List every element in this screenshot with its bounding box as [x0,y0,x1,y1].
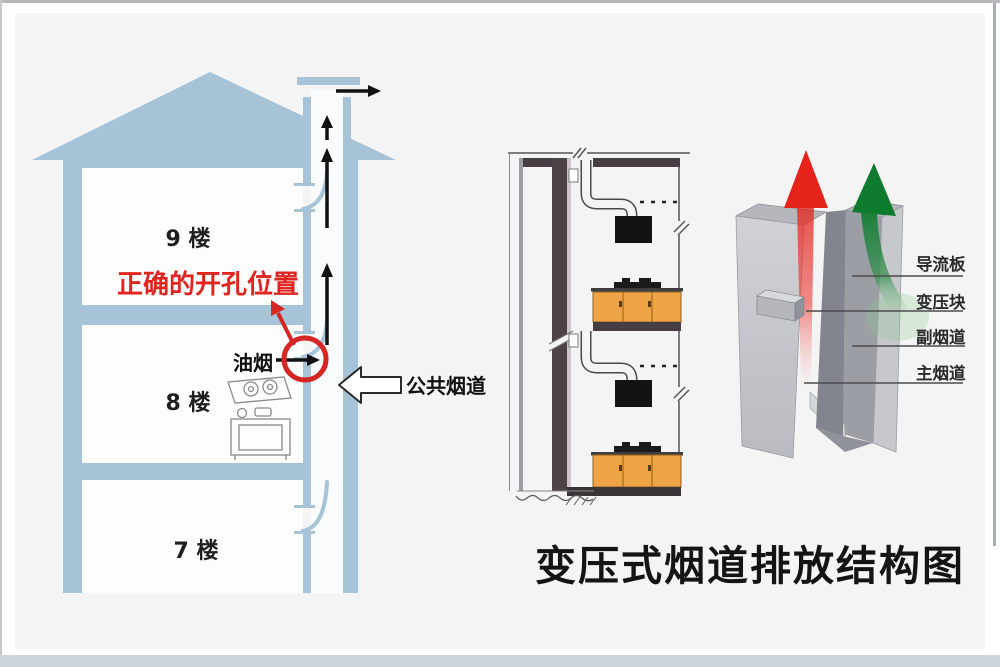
ceiling-bar-left [523,158,552,167]
airflow-arrows [276,85,381,366]
countertop [591,452,683,456]
middle-partition-edge [816,210,846,436]
upper-kitchen [568,160,683,331]
green-flow-arrow-body [861,213,908,320]
hood-duct [582,160,636,217]
hood-duct [582,331,636,381]
main-flue-label: 主烟道 [916,363,966,383]
range-hood [615,380,652,407]
cooktop-knob [639,278,651,282]
shared-flue-label: 公共烟道 [406,374,486,398]
break-mark-top [572,147,587,159]
cooktop [614,282,661,289]
red-flow-arrow-body [797,205,814,388]
left-boundary-wall [519,158,523,491]
correct-hole-note: 正确的开孔位置 [117,269,299,300]
cabinets [592,291,682,323]
ceiling-bar-right [593,158,680,167]
red-flow-arrow-head [784,150,828,208]
left-panel-front [735,215,805,459]
secondary-flue-label: 副烟道 [916,327,966,347]
range-hood [615,216,652,243]
shaft-wall [552,158,567,491]
highlight-circle [281,335,329,383]
right-thin-line [993,3,996,546]
flue-right-wall [343,97,358,593]
countertop [591,288,683,292]
flue-cap [297,77,360,85]
cabinets [592,454,682,488]
cabinet-dividers [622,455,653,487]
leader-lines [804,275,965,384]
green-flow-arrow-head [852,163,896,216]
correct-position-arrow [271,300,296,346]
kitchen-section-drawing [508,147,690,506]
cabinet-handle [619,465,622,471]
left-edge [0,0,2,667]
diagram-title: 变压式烟道排放结构图 [535,542,965,590]
pressure-block [756,289,805,322]
floor-7-label: 7 楼 [174,539,219,564]
ground-hatching [515,490,597,506]
floor-8-label: 8 楼 [166,391,211,416]
stove-sketch [227,376,292,460]
cabinet-dividers [622,292,653,322]
cabinet-handle [648,301,651,307]
mid-floor-slab [593,322,681,331]
lower-kitchen [567,331,683,496]
ceiling-slab [63,160,303,168]
bottom-floor-slab [567,487,681,496]
shared-flue-block-arrow [338,366,402,404]
flue-3d-structure: 导流板 变压块 副烟道 主烟道 [734,150,966,459]
cooktop-knob [639,442,651,446]
floor-slab-8-7 [63,463,303,480]
house-cross-section: 9 楼 正确的开孔位置 油烟 8 楼 公共烟道 7 楼 [32,72,486,593]
guide-plate-label: 导流板 [916,254,966,274]
cooktop-knob [622,278,630,282]
flue-left-wall [303,97,311,593]
shaft-inner-face [567,158,571,491]
floor-9-label: 9 楼 [166,227,211,252]
duct-bottom [816,428,873,452]
bottom-edge [0,655,1000,667]
shaft-inlet-grille [568,168,579,183]
left-wall [63,160,82,593]
pressure-block-label: 变压块 [916,292,966,312]
cabinet-handle [619,301,622,307]
cabinet-handle [648,465,651,471]
top-edge [0,0,1000,3]
cooktop [614,446,661,453]
fume-label: 油烟 [233,351,273,375]
floor-slab-9-8 [63,305,303,325]
shaft-inlet-grille [568,333,579,348]
cooktop-knob [622,442,630,446]
